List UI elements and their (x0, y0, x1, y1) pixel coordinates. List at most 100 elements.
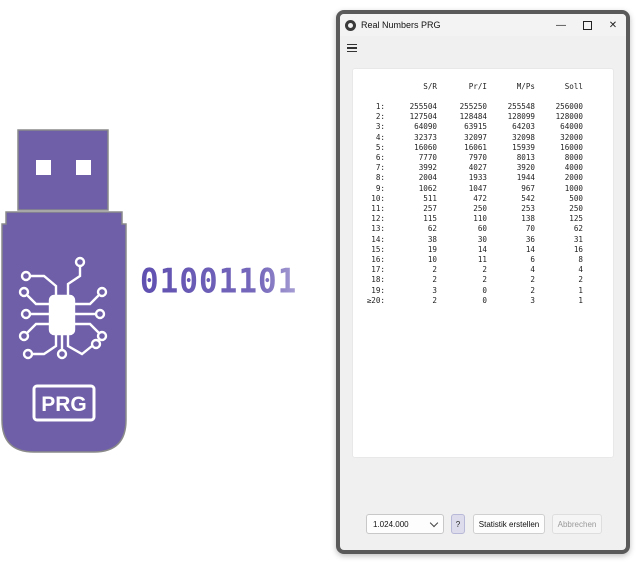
table-cell: 70 (525, 224, 535, 234)
row-label: 17: (371, 265, 385, 275)
row-label: 10: (371, 193, 385, 203)
table-cell: 2 (530, 275, 535, 285)
row-label: 14: (371, 234, 385, 244)
column-header (363, 81, 385, 102)
table-cell: 257 (423, 204, 437, 214)
table-cell: 1944 (516, 173, 535, 183)
table-cell: 19 (427, 244, 437, 254)
table-cell: 255250 (459, 102, 487, 111)
table-row: ≥20: 2 0 3 1 (363, 296, 583, 306)
table-cell: 15939 (512, 142, 535, 152)
row-label: 5: (375, 142, 385, 152)
table-cell: 1 (578, 285, 583, 295)
table-cell: 138 (521, 214, 535, 224)
table-cell: 2 (432, 295, 437, 305)
row-label: ≥20: (366, 295, 385, 305)
table-cell: 16000 (560, 142, 583, 152)
table-cell: 2 (482, 265, 487, 275)
window-title: Real Numbers PRG (361, 20, 441, 30)
table-cell: 2 (432, 265, 437, 275)
table-cell: 7970 (468, 153, 487, 163)
table-cell: 3 (432, 285, 437, 295)
usb-stick-illustration: PRG (1, 129, 127, 453)
table-cell: 3992 (418, 163, 437, 173)
table-cell: 3 (530, 295, 535, 305)
table-cell: 4000 (564, 163, 583, 173)
table-cell: 0 (482, 285, 487, 295)
row-label: 12: (371, 214, 385, 224)
maximize-button[interactable] (574, 14, 600, 36)
hamburger-menu-icon[interactable] (347, 44, 357, 54)
row-label: 11: (371, 204, 385, 214)
table-cell: 63915 (464, 122, 487, 132)
table-cell: 2 (482, 275, 487, 285)
usb-connector (17, 129, 109, 211)
column-header: S/R (423, 82, 437, 91)
help-button[interactable]: ? (451, 514, 465, 534)
table-cell: 1933 (468, 173, 487, 183)
minimize-button[interactable]: — (548, 14, 574, 36)
table-cell: 6 (530, 255, 535, 265)
table-cell: 14 (525, 244, 535, 254)
column-header: Soll (564, 82, 583, 91)
title-bar[interactable]: Real Numbers PRG — ✕ (340, 14, 626, 36)
table-cell: 64203 (512, 122, 535, 132)
minimize-icon: — (556, 19, 566, 31)
table-cell: 1062 (418, 183, 437, 193)
table-cell: 472 (473, 193, 487, 203)
table-cell: 511 (423, 193, 437, 203)
row-label: 3: (375, 122, 385, 132)
table-cell: 2 (578, 275, 583, 285)
table-cell: 31 (573, 234, 583, 244)
column-header: Pr/I (468, 82, 487, 91)
table-cell: 256000 (555, 102, 583, 111)
binary-digits: 01001101 (140, 262, 298, 302)
maximize-icon (582, 20, 592, 30)
table-cell: 253 (521, 204, 535, 214)
create-statistics-button[interactable]: Statistik erstellen (473, 514, 545, 534)
table-cell: 2000 (564, 173, 583, 183)
table-cell: 500 (569, 193, 583, 203)
table-cell: 125 (569, 214, 583, 224)
column-header: M/Ps (516, 82, 535, 91)
table-cell: 1 (578, 295, 583, 305)
close-button[interactable]: ✕ (600, 14, 626, 36)
table-cell: 0 (482, 295, 487, 305)
table-cell: 250 (569, 204, 583, 214)
table-cell: 967 (521, 183, 535, 193)
sample-count-value: 1.024.000 (373, 519, 409, 529)
table-cell: 16 (573, 244, 583, 254)
table-cell: 8013 (516, 153, 535, 163)
row-label: 4: (375, 132, 385, 142)
table-cell: 115 (423, 214, 437, 224)
row-label: 15: (371, 244, 385, 254)
table-cell: 128000 (555, 112, 583, 122)
cancel-button[interactable]: Abbrechen (552, 514, 602, 534)
table-cell: 32373 (414, 132, 437, 142)
table-cell: 4 (578, 265, 583, 275)
table-cell: 11 (477, 255, 487, 265)
row-label: 16: (371, 255, 385, 265)
table-cell: 14 (477, 244, 487, 254)
row-label: 9: (375, 183, 385, 193)
usb-connector-slot-left (36, 160, 51, 175)
sample-count-select[interactable]: 1.024.000 (366, 514, 444, 534)
table-cell: 128099 (507, 112, 535, 122)
usb-label-box (32, 384, 96, 422)
usb-label: PRG (41, 393, 87, 416)
table-cell: 38 (427, 234, 437, 244)
